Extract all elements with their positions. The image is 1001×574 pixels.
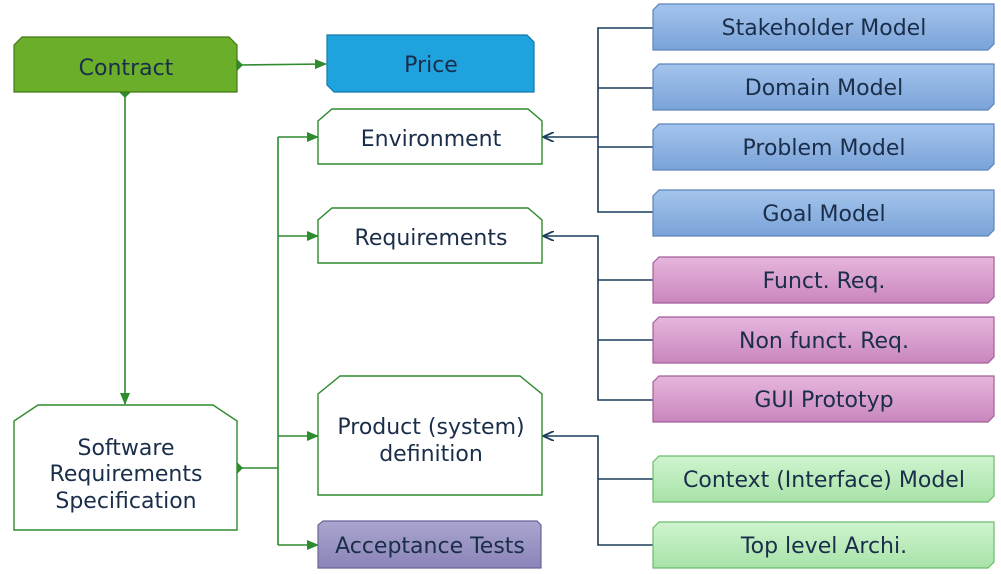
green-connectors — [120, 59, 327, 550]
requirements-label: Requirements — [355, 226, 508, 251]
product-node[interactable]: Product (system) definition — [317, 375, 543, 496]
context-model-node[interactable]: Context (Interface) Model — [652, 455, 995, 503]
requirements-bracket — [597, 279, 653, 401]
stakeholder-model-node[interactable]: Stakeholder Model — [652, 3, 995, 51]
environment-bracket — [597, 27, 653, 213]
requirements-node[interactable]: Requirements — [317, 207, 543, 264]
product-label-line1: Product (system) — [337, 415, 524, 440]
srs-label-line2: Requirements — [50, 462, 203, 487]
domain-model-label: Domain Model — [745, 76, 903, 101]
srs-node[interactable]: Software Requirements Specification — [13, 404, 238, 531]
environment-label: Environment — [361, 127, 502, 152]
price-node[interactable]: Price — [326, 34, 535, 93]
stakeholder-model-label: Stakeholder Model — [722, 16, 927, 41]
price-label: Price — [404, 53, 458, 78]
top-level-archi-node[interactable]: Top level Archi. — [652, 521, 995, 569]
requirements-arrow — [543, 236, 599, 280]
acceptance-tests-node[interactable]: Acceptance Tests — [317, 520, 542, 569]
contract-to-price-connector — [236, 59, 327, 70]
goal-model-label: Goal Model — [762, 202, 885, 227]
problem-model-node[interactable]: Problem Model — [652, 123, 995, 171]
non-funct-req-label: Non funct. Req. — [739, 329, 909, 354]
problem-model-label: Problem Model — [743, 136, 906, 161]
contract-node[interactable]: Contract — [13, 36, 238, 93]
contract-label: Contract — [79, 56, 174, 81]
environment-node[interactable]: Environment — [317, 108, 543, 165]
funct-req-label: Funct. Req. — [763, 269, 886, 294]
gui-prototyp-label: GUI Prototyp — [754, 388, 893, 413]
navy-connectors — [543, 27, 653, 546]
acceptance-tests-label: Acceptance Tests — [335, 534, 525, 559]
domain-model-node[interactable]: Domain Model — [652, 63, 995, 111]
non-funct-req-node[interactable]: Non funct. Req. — [652, 316, 995, 364]
goal-model-node[interactable]: Goal Model — [652, 189, 995, 237]
srs-label-line1: Software — [78, 436, 175, 461]
top-level-archi-label: Top level Archi. — [740, 534, 907, 559]
product-arrow — [543, 436, 599, 479]
srs-label-line3: Specification — [55, 489, 196, 514]
product-bracket — [597, 478, 653, 546]
funct-req-node[interactable]: Funct. Req. — [652, 256, 995, 304]
context-model-label: Context (Interface) Model — [683, 468, 965, 493]
product-label-line2: definition — [379, 442, 483, 467]
gui-prototyp-node[interactable]: GUI Prototyp — [652, 375, 995, 423]
